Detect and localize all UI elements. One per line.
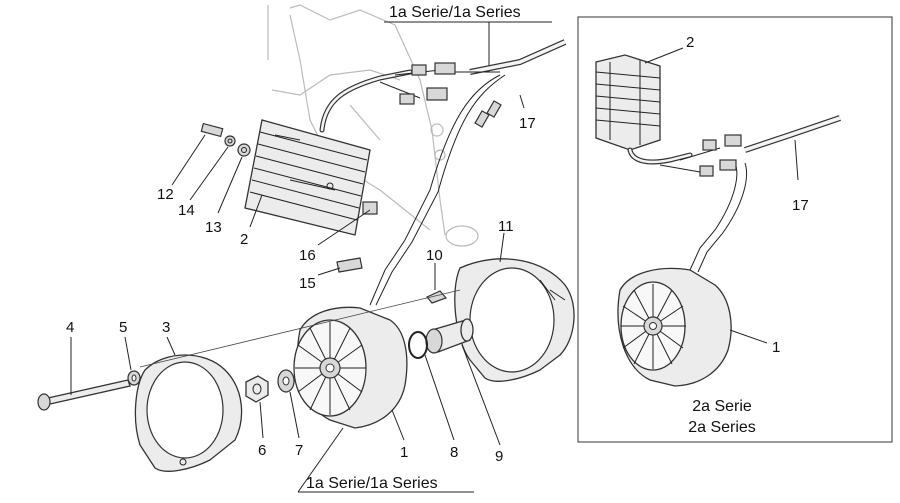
callout-2-main: 2: [240, 231, 248, 248]
small-parts: [336, 257, 448, 304]
callout-3: 3: [162, 319, 170, 336]
callout-14: 14: [178, 202, 195, 219]
wiring-inset: [627, 115, 841, 273]
cover-right: [454, 258, 575, 382]
callout-numbers-main: 17 12 14 13 2 16 15 10 11 4 5 3 6 7 1 8 …: [66, 115, 536, 465]
voltage-regulator-main: [244, 119, 378, 236]
nut-and-washer: [245, 369, 295, 403]
callout-5: 5: [119, 319, 127, 336]
voltage-regulator-inset: [595, 54, 661, 151]
inset-leader-lines: [644, 47, 799, 344]
bottom-caption-text: 1a Serie/1a Series: [306, 475, 438, 492]
long-bolt: [37, 370, 141, 411]
callout-9: 9: [495, 448, 503, 465]
callout-7: 7: [295, 442, 303, 459]
callout-17-main: 17: [519, 115, 536, 132]
assembly-axis: [139, 289, 461, 368]
callout-15: 15: [299, 275, 316, 292]
callout-16: 16: [299, 247, 316, 264]
sleeve-part: [425, 318, 474, 354]
second-series-inset: 2 17 1 2a Serie 2a Series: [577, 16, 893, 443]
leader-lines: [70, 94, 525, 446]
snap-ring: [408, 331, 428, 359]
stator-main: [293, 306, 408, 429]
inset-caption-line2: 2a Series: [688, 419, 756, 436]
callout-11: 11: [498, 218, 514, 235]
callout-8: 8: [450, 444, 458, 461]
top-caption-text: 1a Serie/1a Series: [389, 4, 521, 21]
callout-4: 4: [66, 319, 74, 336]
top-series-caption: 1a Serie/1a Series: [384, 4, 552, 72]
callout-6: 6: [258, 442, 266, 459]
callout-13: 13: [205, 219, 222, 236]
stator-inset: [617, 267, 732, 387]
wiring-harness: [319, 39, 567, 306]
cover-left: [134, 354, 243, 472]
inset-caption-line1: 2a Serie: [692, 398, 752, 415]
callout-1-main: 1: [400, 444, 408, 461]
mounting-hardware: [200, 122, 251, 157]
callout-12: 12: [157, 186, 174, 203]
callout-17-inset: 17: [792, 197, 809, 214]
callout-1-inset: 1: [772, 339, 780, 356]
callout-2-inset: 2: [686, 34, 694, 51]
callout-10: 10: [426, 247, 443, 264]
bottom-series-caption: 1a Serie/1a Series: [297, 427, 474, 493]
